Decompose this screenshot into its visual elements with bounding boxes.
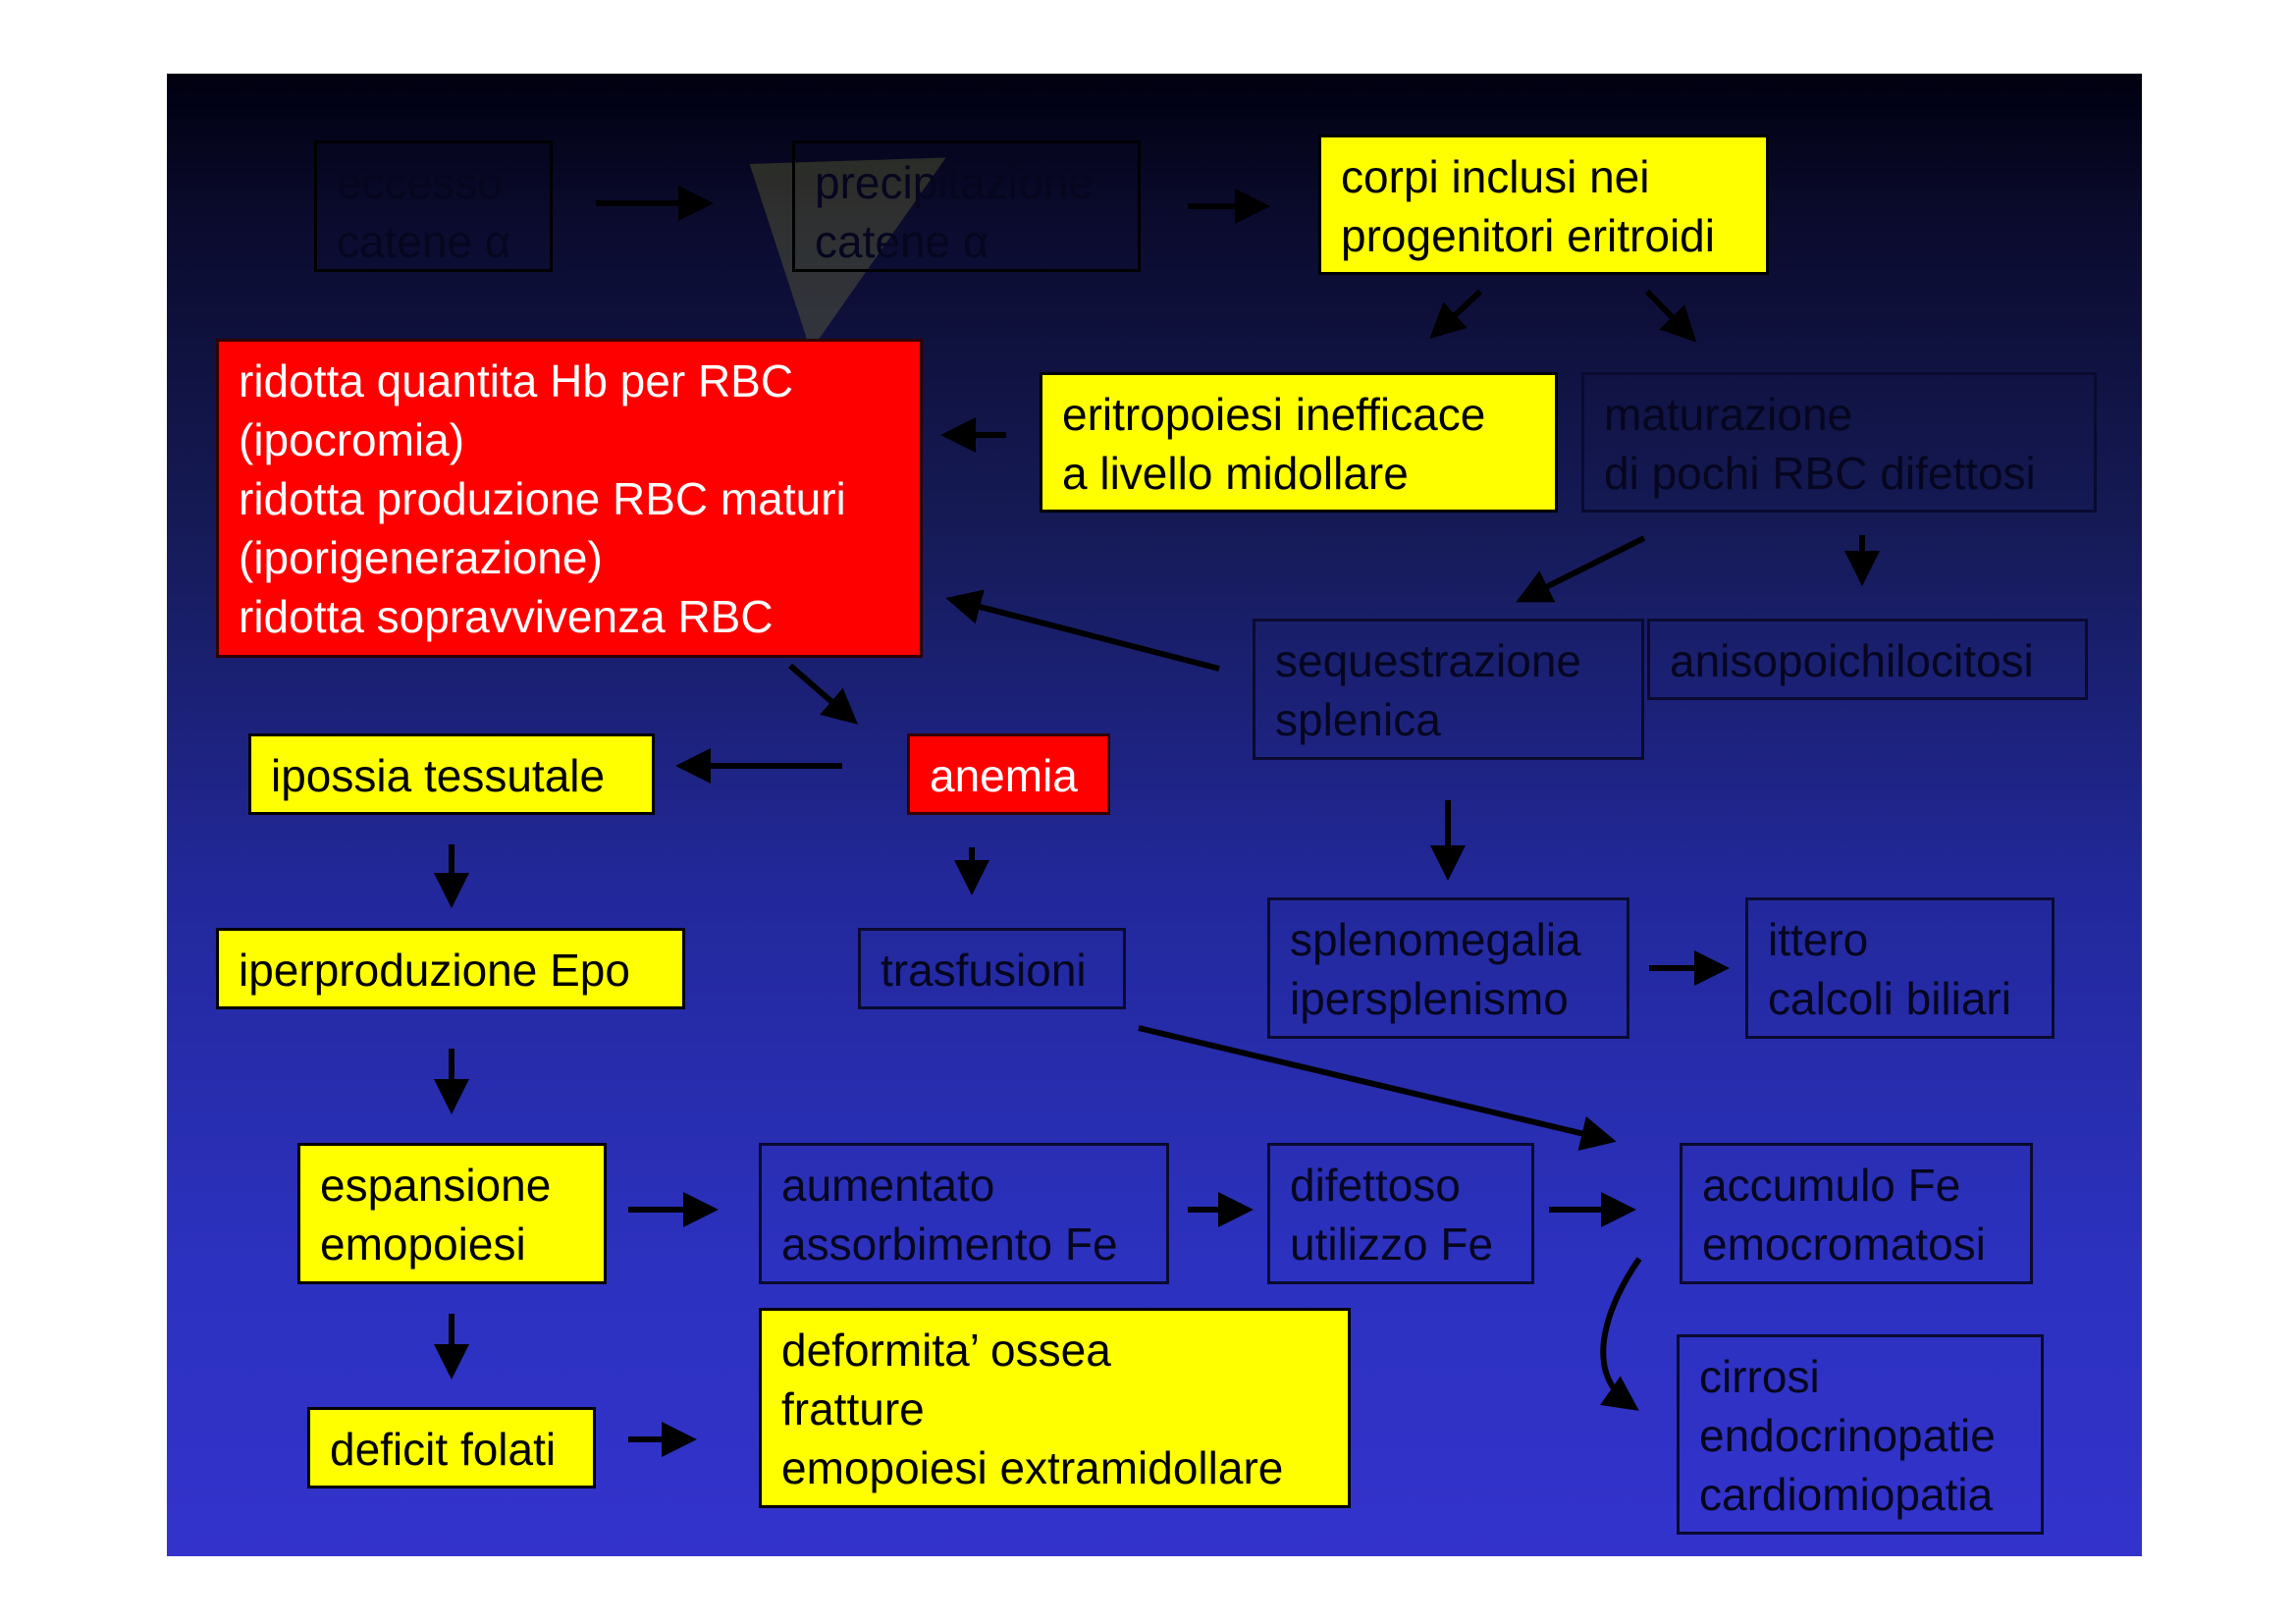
node-eccesso: eccesso catene α [314,140,553,272]
node-text: utilizzo Fe [1290,1218,1494,1270]
node-ridotta: ridotta quantita Hb per RBC (ipocromia) … [216,339,923,658]
node-deformita: deformita’ ossea fratture emopoiesi extr… [759,1308,1351,1508]
arrow-ridotta-anemia [788,663,859,725]
node-text: ridotta sopravvivenza RBC [239,591,774,642]
node-anemia: anemia [907,733,1110,815]
node-precipitazione: precipitazione catene α [792,140,1141,272]
node-aumentato: aumentato assorbimento Fe [759,1143,1169,1284]
node-text: ridotta produzione RBC maturi [239,473,846,524]
node-text: eccesso [337,157,503,208]
node-sequestrazione: sequestrazione splenica [1253,619,1644,760]
node-text: emocromatosi [1702,1218,1986,1270]
node-text: eritropoiesi inefficace [1062,389,1486,440]
node-text: di pochi RBC difettosi [1604,448,2036,499]
node-text: precipitazione [815,157,1094,208]
node-text: ridotta quantita Hb per RBC [239,355,794,406]
node-eritropoiesi: eritropoiesi inefficace a livello midoll… [1040,372,1558,513]
node-text: ipossia tessutale [271,750,606,801]
node-trasfusioni: trasfusioni [858,928,1126,1009]
arrows-layer [434,186,1880,1457]
node-splenomegalia: splenomegalia ipersplenismo [1267,897,1629,1039]
node-text: assorbimento Fe [781,1218,1118,1270]
arrow-maturazione-sequestrazione [1516,535,1646,603]
node-ittero: ittero calcoli biliari [1745,897,2055,1039]
node-text: emopoiesi extramidollare [781,1442,1284,1493]
arrow-corpi-maturazione [1644,289,1697,343]
node-text: corpi inclusi nei [1341,151,1650,202]
node-text: (iporigenerazione) [239,532,603,583]
node-deficit-folati: deficit folati [307,1407,596,1488]
node-text: deformita’ ossea [781,1325,1111,1376]
node-text: accumulo Fe [1702,1160,1961,1211]
node-cirrosi: cirrosi endocrinopatie cardiomiopatia [1677,1334,2044,1535]
node-text: emopoiesi [320,1218,526,1270]
node-text: catene α [337,216,511,267]
node-text: ipersplenismo [1290,973,1569,1024]
slide: eccesso catene α precipitazione catene α… [167,74,2142,1556]
node-text: anemia [930,750,1078,801]
node-text: cardiomiopatia [1699,1469,1994,1520]
arrow-accumulo-cirrosi [1600,1257,1642,1411]
node-text: calcoli biliari [1768,973,2011,1024]
node-iperproduzione: iperproduzione Epo [216,928,685,1009]
node-text: cirrosi [1699,1351,1820,1402]
node-text: splenica [1275,694,1441,745]
node-text: progenitori eritroidi [1341,210,1715,261]
node-text: splenomegalia [1290,914,1581,965]
node-difettoso: difettoso utilizzo Fe [1267,1143,1534,1284]
node-corpi-inclusi: corpi inclusi nei progenitori eritroidi [1318,135,1769,275]
node-text: aumentato [781,1160,995,1211]
node-text: catene α [815,216,989,267]
node-text: iperproduzione Epo [239,945,630,996]
node-text: ittero [1768,914,1869,965]
node-text: endocrinopatie [1699,1410,1996,1461]
node-text: espansione [320,1160,552,1211]
node-accumulo: accumulo Fe emocromatosi [1680,1143,2033,1284]
node-text: anisopoichilocitosi [1670,635,2034,686]
node-text: maturazione [1604,389,1853,440]
arrow-trasfusioni-accumulo [1138,1025,1617,1151]
arrow-sequestrazione-ridotta [945,589,1220,672]
node-text: fratture [781,1383,925,1434]
node-anisopoichilocitosi: anisopoichilocitosi [1647,619,2088,700]
node-espansione: espansione emopoiesi [297,1143,607,1284]
node-text: sequestrazione [1275,635,1581,686]
node-text: trasfusioni [881,945,1087,996]
node-ipossia: ipossia tessutale [248,733,655,815]
node-text: deficit folati [330,1424,557,1475]
node-text: a livello midollare [1062,448,1409,499]
node-text: difettoso [1290,1160,1461,1211]
node-text: (ipocromia) [239,414,465,465]
arrow-corpi-eritropoiesi [1429,289,1483,340]
node-maturazione: maturazione di pochi RBC difettosi [1581,372,2097,513]
